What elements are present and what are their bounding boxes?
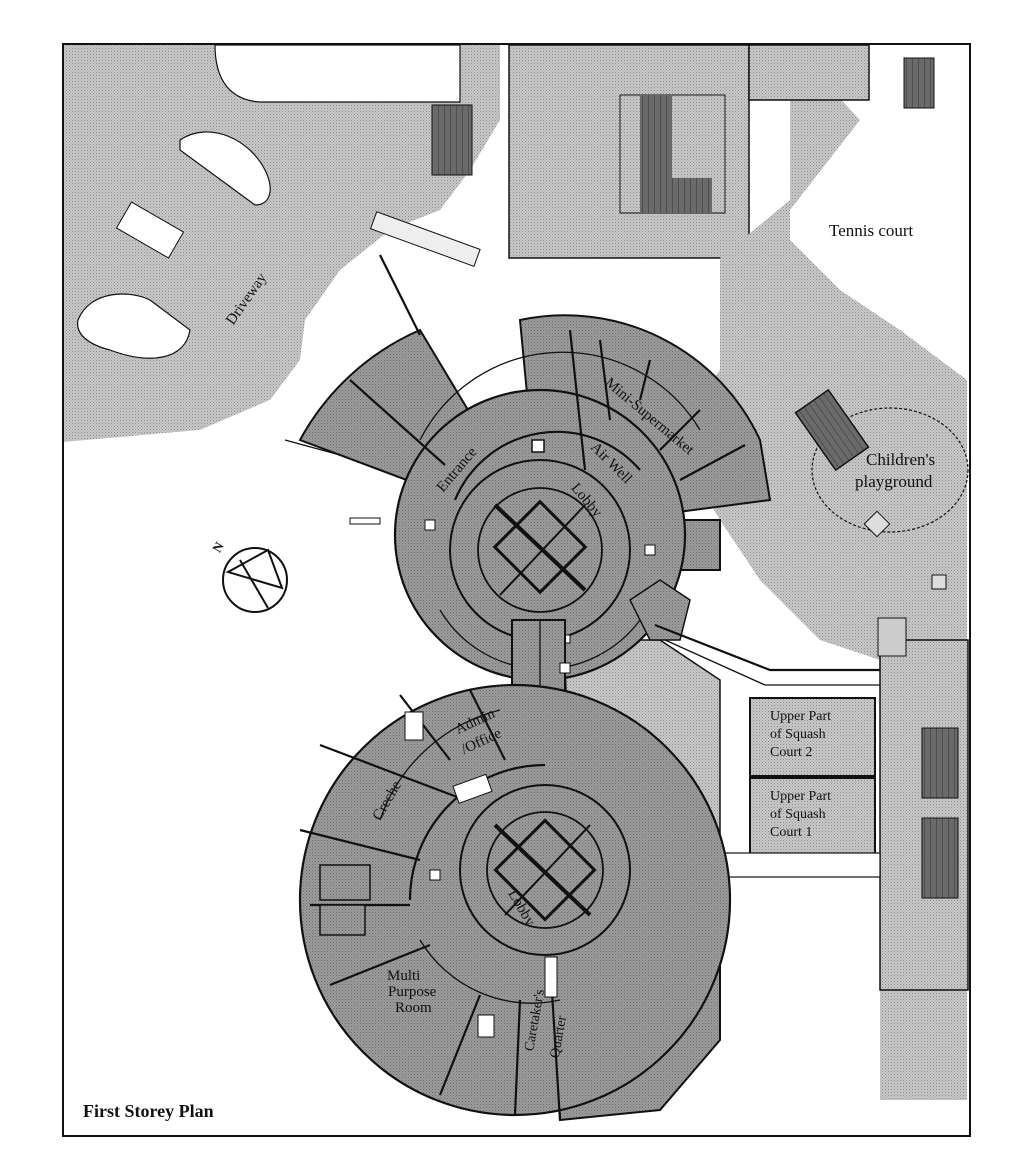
label-tennis-court: Tennis court [829, 221, 914, 240]
label-multi-purpose-3: Room [395, 1000, 432, 1016]
label-squash2-1: Upper Part [770, 709, 831, 724]
south-building [298, 683, 732, 1122]
label-squash2-3: Court 2 [770, 745, 812, 760]
label-squash2-2: of Squash [770, 727, 826, 742]
stair-blocks [748, 44, 959, 899]
courtyard-structure [619, 94, 726, 214]
label-squash1-3: Court 1 [770, 825, 812, 840]
label-childrens-playground-1: Children's [866, 450, 935, 469]
label-multi-purpose-2: Purpose [388, 984, 437, 1000]
squash-courts [719, 697, 881, 878]
driveway-islands [77, 44, 481, 359]
label-squash1-2: of Squash [770, 807, 826, 822]
plan-title: First Storey Plan [83, 1101, 214, 1121]
north-arrow-icon: N [209, 539, 288, 613]
label-multi-purpose-1: Multi [387, 968, 420, 984]
label-childrens-playground-2: playground [855, 472, 933, 491]
label-squash1-1: Upper Part [770, 789, 831, 804]
north-building [284, 254, 880, 686]
label-caretakers-2: Quarter [548, 1014, 570, 1059]
childrens-playground [794, 388, 969, 590]
